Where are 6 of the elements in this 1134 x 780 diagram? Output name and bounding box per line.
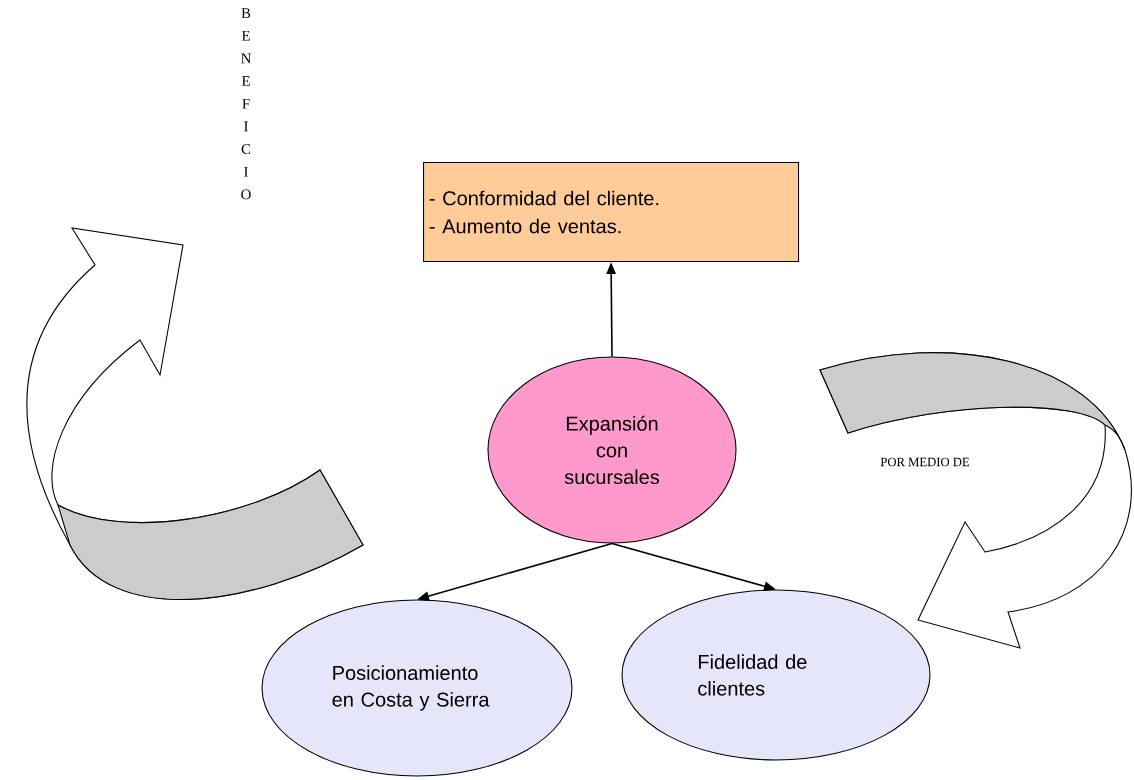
text-box: - Conformidad del cliente. - Aumento de ventas. [423,162,800,263]
ellipse-node: Expansión con sucursales [487,356,737,544]
ellipse-node: Fidelidad de clientes [621,589,931,761]
label: POR MEDIO DE [880,457,970,467]
vertical-label: BENEFICIO [241,8,251,200]
ellipse-node: Posicionamiento en Costa y Sierra [261,599,573,777]
